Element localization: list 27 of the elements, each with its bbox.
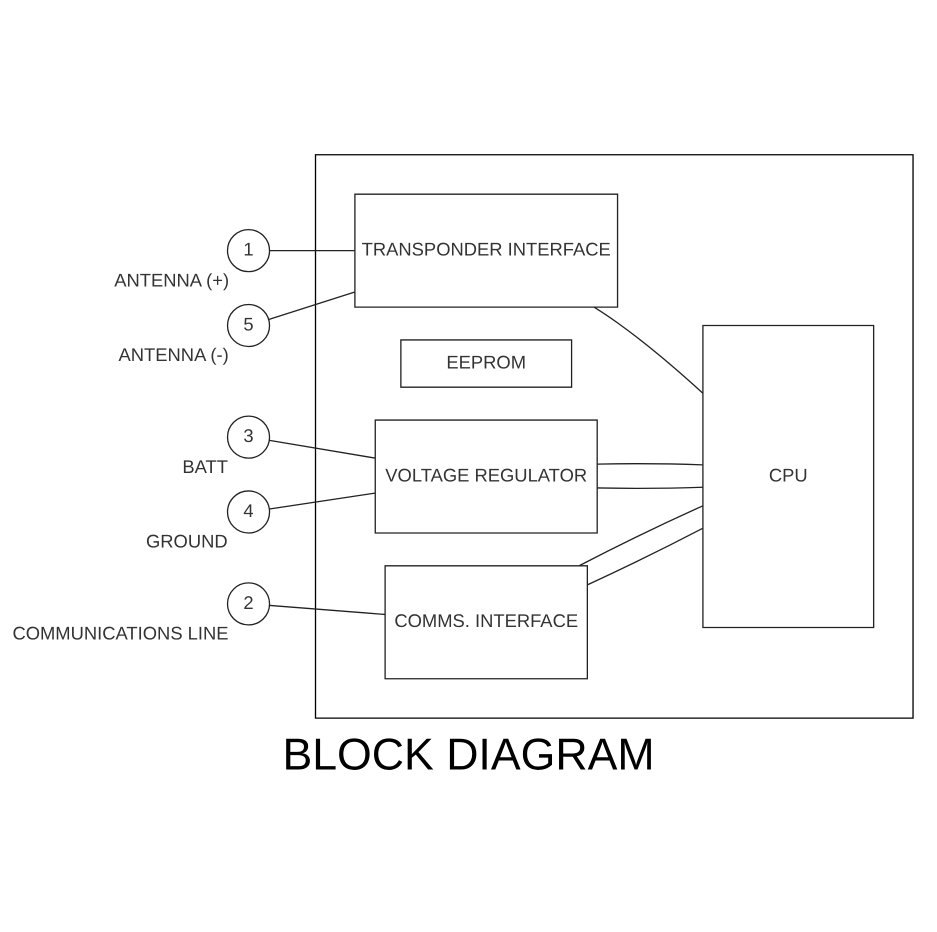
node-circle: 3 — [226, 415, 270, 459]
connector — [268, 291, 355, 320]
node-circle: 5 — [226, 304, 270, 348]
node-label: ANTENNA (+) — [114, 269, 230, 290]
node-label: COMMUNICATIONS LINE — [12, 622, 229, 644]
connector — [597, 486, 703, 489]
connector — [579, 505, 704, 566]
node-box: COMMS. INTERFACE — [384, 565, 588, 680]
connector — [597, 463, 703, 466]
connector — [587, 528, 703, 586]
node-box: VOLTAGE REGULATOR — [374, 419, 598, 534]
node-label: GROUND — [146, 530, 228, 552]
connector — [270, 604, 385, 616]
node-box: EEPROM — [400, 339, 572, 388]
connector — [269, 492, 376, 510]
connector — [269, 440, 376, 459]
cluster — [314, 154, 914, 719]
node-circle: 1 — [226, 228, 270, 272]
node-circle: 2 — [226, 582, 270, 626]
node-circle: 4 — [226, 490, 270, 534]
diagram-title: BLOCK DIAGRAM — [282, 730, 655, 780]
node-box: TRANSPONDER INTERFACE — [354, 194, 618, 308]
node-label: ANTENNA (-) — [118, 344, 229, 366]
node-box: CPU — [702, 324, 874, 628]
connector — [270, 250, 354, 252]
connector — [594, 306, 704, 394]
node-label: BATT — [182, 456, 228, 477]
